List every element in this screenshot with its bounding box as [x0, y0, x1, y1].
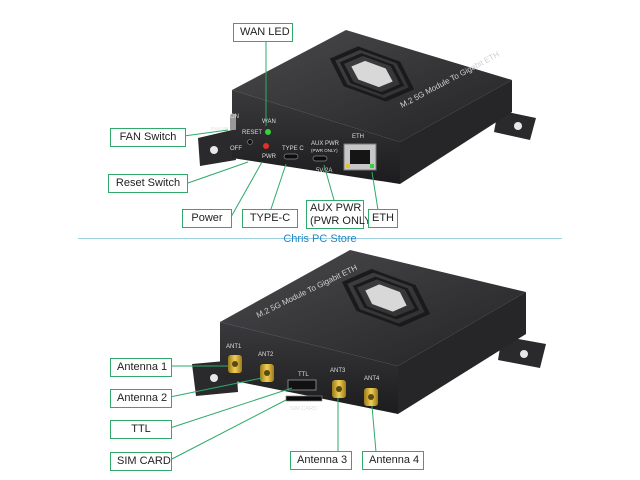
- callout-wan-led: WAN LED: [233, 23, 293, 42]
- callout-antenna-1: Antenna 1: [110, 358, 172, 377]
- ttl-connector-icon: [287, 379, 317, 391]
- wan-led-icon: [265, 129, 271, 135]
- ttl-label: TTL: [298, 372, 309, 378]
- device-front-panel: [220, 322, 398, 414]
- pwr-label: PWR: [262, 154, 277, 160]
- type-c-label: TYPE C: [282, 146, 304, 152]
- eth-label: ETH: [352, 134, 364, 140]
- sim-slot-icon: [285, 395, 323, 402]
- mount-hole: [520, 350, 528, 358]
- callout-aux-pwr-line2: (PWR ONLY): [310, 214, 376, 227]
- callout-antenna-3: Antenna 3: [290, 451, 352, 470]
- ant3-label: ANT3: [330, 368, 346, 374]
- aux-port-icon: [312, 155, 328, 162]
- top-leader-lines: [183, 38, 379, 218]
- pwr-only-label: (PWR ONLY): [311, 148, 338, 153]
- top-device: M.2 5G Module To Gigabit ETH ON OFF FAN …: [198, 30, 536, 184]
- mount-hole: [514, 122, 522, 130]
- sim-card-label: SIM CARD: [290, 406, 317, 412]
- callout-antenna-2: Antenna 2: [110, 389, 172, 408]
- section-divider: [78, 238, 562, 239]
- device-side: [400, 80, 512, 184]
- antenna-connector-icon: [364, 388, 378, 406]
- wan-label: WAN: [262, 119, 276, 125]
- off-label: OFF: [230, 146, 242, 152]
- hex-logo: [329, 46, 415, 102]
- callout-ttl: TTL: [110, 420, 172, 439]
- reset-hole-icon: [247, 139, 253, 145]
- callout-sim-card: SIM CARD: [110, 452, 172, 471]
- power-led-icon: [263, 143, 269, 149]
- on-label: ON: [230, 114, 239, 120]
- bottom-device: M.2 5G Module To Gigabit ETH ANT1 ANT2 T…: [192, 250, 546, 414]
- mount-hole: [210, 374, 218, 382]
- antenna-connector-icon: [332, 380, 346, 398]
- eth-led-icon: [370, 164, 374, 168]
- callout-power: Power: [182, 209, 232, 228]
- device-side: [398, 292, 526, 414]
- ant1-label: ANT1: [226, 344, 242, 350]
- callout-aux-pwr-line1: AUX PWR: [310, 202, 362, 214]
- callout-type-c: TYPE-C: [242, 209, 298, 228]
- type-c-port-icon: [283, 153, 299, 160]
- hex-logo: [341, 269, 431, 327]
- bottom-leader-lines: [169, 365, 377, 461]
- ant4-label: ANT4: [364, 376, 380, 382]
- callout-fan-switch: FAN Switch: [110, 128, 186, 147]
- device-lid: [220, 250, 526, 366]
- callout-aux-pwr: AUX PWR (PWR ONLY): [306, 200, 376, 230]
- fan-switch-icon: [230, 114, 236, 130]
- callout-eth: ETH: [368, 209, 398, 228]
- fan-sw-label: FAN SW: [211, 126, 229, 131]
- aux-pwr-label: AUX PWR: [311, 141, 340, 147]
- mount-hole: [210, 146, 218, 154]
- eth-led-icon: [346, 164, 350, 168]
- callout-reset-switch: Reset Switch: [108, 174, 188, 193]
- callout-antenna-4: Antenna 4: [362, 451, 424, 470]
- reset-label: RESET: [242, 130, 262, 136]
- antenna-connector-icon: [260, 364, 274, 382]
- store-name: Chris PC Store: [283, 233, 357, 245]
- device-lid: [232, 30, 512, 142]
- ethernet-socket-icon: [350, 150, 370, 164]
- antenna-connector-icon: [228, 355, 242, 373]
- volt-label: 5V/2A: [316, 168, 332, 174]
- ant2-label: ANT2: [258, 352, 274, 358]
